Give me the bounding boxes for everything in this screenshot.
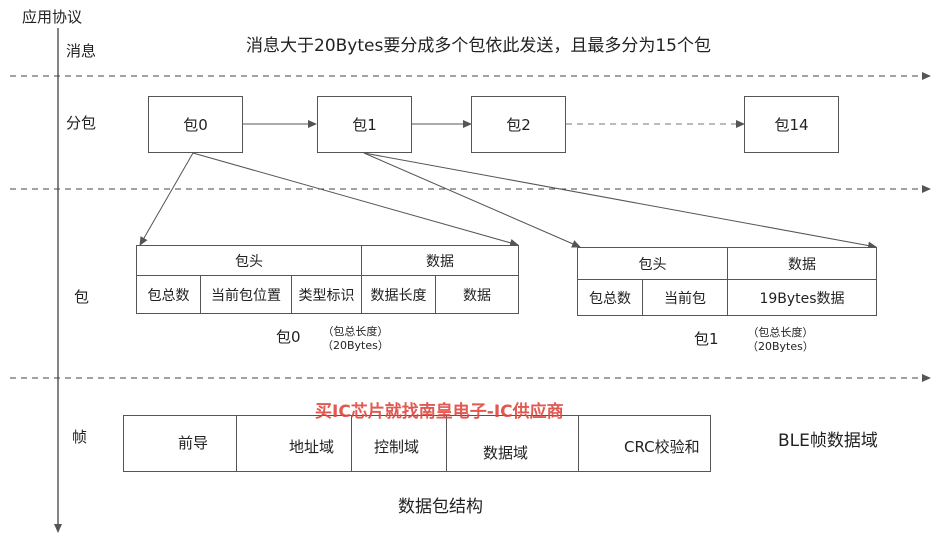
packet0-field: 包总数 (136, 275, 201, 314)
arrow-p0-right (192, 152, 519, 247)
packet0-field: 当前包位置 (200, 275, 292, 314)
packet1-field: 当前包 (642, 279, 728, 316)
watermark-text: 买IC芯片就找南皇电子-IC供应商 (315, 402, 564, 422)
packet0-field: 数据 (435, 275, 519, 314)
frame-field-label: 控制域 (374, 438, 420, 456)
packet1-structure-table: 包头 数据 包总数 当前包 19Bytes数据 (577, 247, 877, 316)
frame-field-address: 地址域 (237, 416, 352, 471)
row-label-message: 消息 (66, 42, 97, 60)
packet-box-0-label: 包0 (183, 116, 208, 134)
packet0-length-note-line1: （包总长度） (322, 325, 389, 338)
packet-box-0: 包0 (148, 96, 243, 153)
frame-field-label: 地址域 (289, 438, 335, 456)
packet0-length-note-line2: （20Bytes） (322, 338, 389, 352)
packet0-field: 类型标识 (291, 275, 362, 314)
packet0-header-cell: 包头 (136, 245, 362, 276)
packet0-field: 数据长度 (361, 275, 436, 314)
message-description: 消息大于20Bytes要分成多个包依此发送，且最多分为15个包 (246, 36, 711, 56)
frame-field-label: CRC校验和 (624, 438, 700, 456)
arrow-p1-right (363, 152, 877, 250)
frame-field-crc: CRC校验和 (579, 416, 710, 471)
packet1-length-note: （包总长度） （20Bytes） (747, 326, 814, 354)
diagram-caption: 数据包结构 (398, 497, 483, 517)
frame-field-control: 控制域 (352, 416, 447, 471)
arrow-p0-left (139, 152, 194, 246)
packet1-header-cell: 包头 (577, 247, 728, 280)
packet1-caption: 包1 (694, 330, 719, 348)
packet1-field: 包总数 (577, 279, 643, 316)
frame-field-preamble: 前导 (124, 416, 237, 471)
packet1-length-note-line2: （20Bytes） (747, 339, 814, 353)
packet-box-1: 包1 (317, 96, 412, 153)
packet1-field: 19Bytes数据 (727, 279, 877, 316)
packet-box-14-label: 包14 (774, 116, 809, 134)
axis-title: 应用协议 (22, 8, 83, 26)
packet0-data-cell: 数据 (361, 245, 519, 276)
packet0-length-note: （包总长度） （20Bytes） (322, 325, 389, 353)
packet-box-1-label: 包1 (352, 116, 377, 134)
packet0-structure-table: 包头 数据 包总数 当前包位置 类型标识 数据长度 数据 (136, 245, 519, 314)
packet1-length-note-line1: （包总长度） (747, 326, 814, 339)
packet-box-14: 包14 (744, 96, 839, 153)
ble-frame-structure: 前导 地址域 控制域 数据域 CRC校验和 (123, 415, 711, 472)
arrow-p1-left (363, 152, 581, 248)
row-label-frame: 帧 (72, 428, 88, 446)
ble-frame-label: BLE帧数据域 (778, 431, 878, 451)
row-label-packet: 包 (74, 288, 90, 306)
packet-box-2-label: 包2 (506, 116, 531, 134)
frame-field-label: 数据域 (483, 444, 529, 462)
frame-field-data: 数据域 (447, 416, 579, 471)
packet0-caption: 包0 (276, 328, 301, 346)
packet1-data-cell: 数据 (727, 247, 877, 280)
row-label-split: 分包 (66, 114, 97, 132)
frame-field-label: 前导 (178, 434, 209, 452)
packet-box-2: 包2 (471, 96, 566, 153)
